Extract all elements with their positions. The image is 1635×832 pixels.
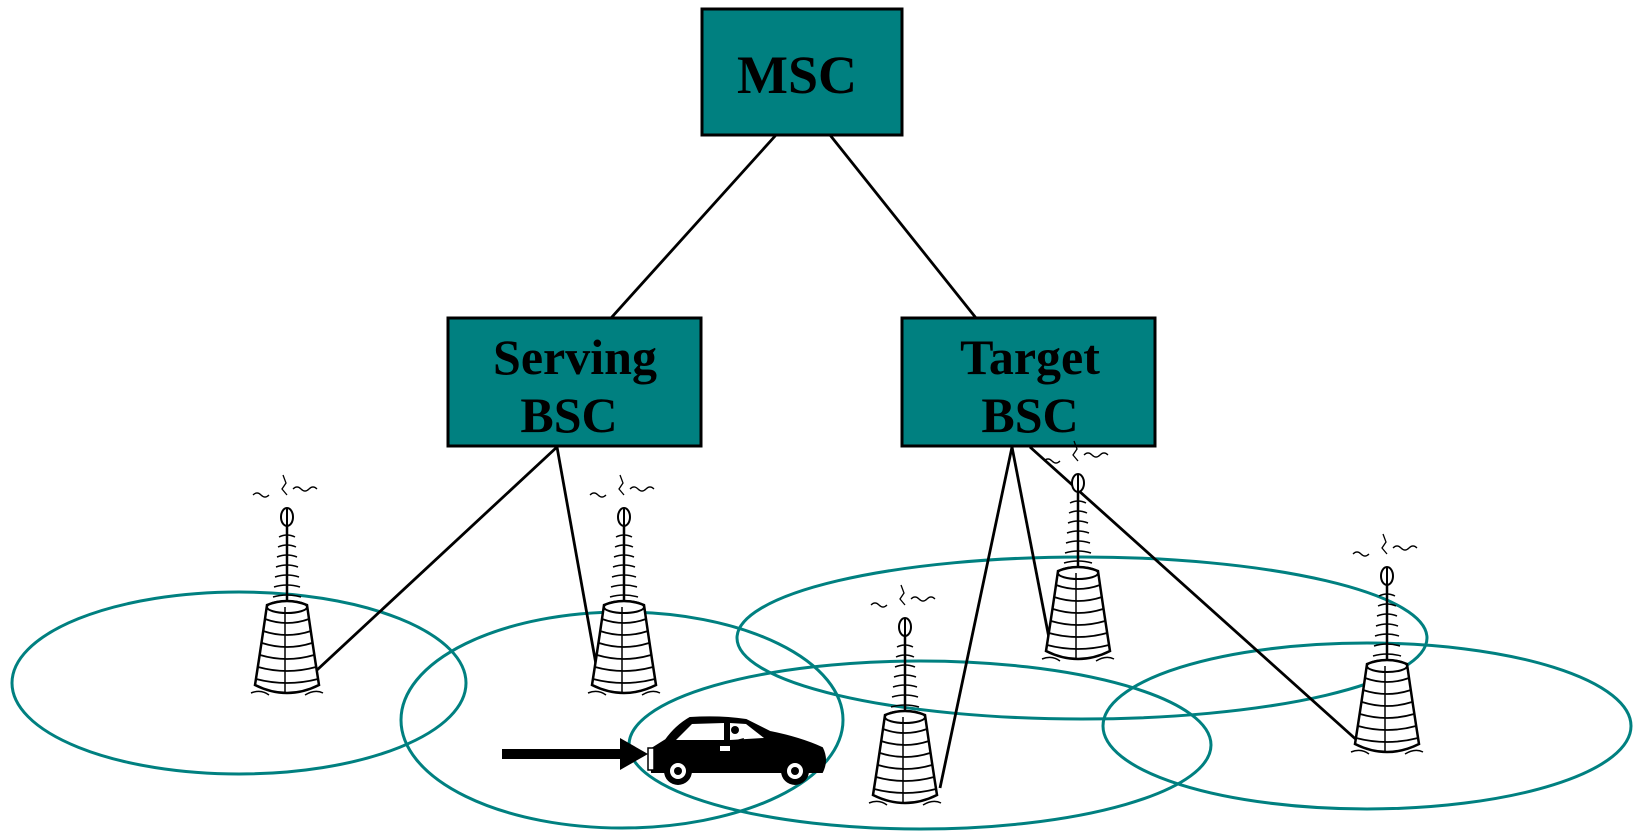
cell-coverage-3	[735, 555, 1429, 721]
link-target-bsc-bts-5	[1029, 445, 1361, 745]
links	[316, 134, 1361, 789]
direction-arrow-icon	[502, 738, 648, 770]
serving-bsc-label-line2: BSC	[520, 387, 617, 443]
cell-tower-icon	[1040, 439, 1116, 663]
cell-coverage-1	[10, 590, 468, 776]
serving-bsc-label-line1: Serving	[493, 329, 657, 385]
target-bsc-label-line2: BSC	[981, 387, 1078, 443]
car-icon	[647, 716, 826, 785]
link-target-bsc-bts-3	[938, 446, 1014, 789]
target-bsc-box: Target BSC	[900, 316, 1157, 448]
serving-bsc-box: Serving BSC	[446, 316, 703, 448]
msc-box: MSC	[700, 7, 904, 137]
link-msc-serving-bsc	[609, 134, 778, 319]
cell-tower-icon	[249, 473, 325, 697]
link-serving-bsc-bts-2	[555, 446, 599, 671]
link-serving-bsc-bts-1	[316, 445, 558, 672]
cell-coverage-5	[1101, 641, 1633, 811]
target-bsc-label-line1: Target	[960, 329, 1100, 385]
cell-tower-icon	[867, 583, 943, 807]
link-target-bsc-bts-4	[1010, 446, 1051, 639]
cell-tower-icon	[586, 473, 662, 697]
msc-label: MSC	[737, 45, 857, 105]
link-msc-target-bsc	[828, 134, 978, 319]
